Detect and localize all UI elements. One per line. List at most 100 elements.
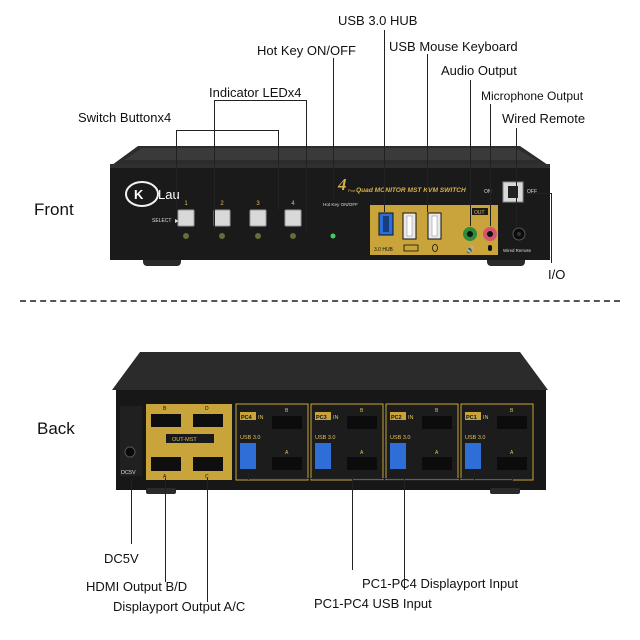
callout-microphone-output: Microphone Output bbox=[481, 89, 584, 103]
pc1-usb-input[interactable] bbox=[465, 443, 481, 469]
pc2-in: IN bbox=[408, 415, 414, 421]
pc2-letter-a: A bbox=[435, 450, 439, 456]
front-kvm-device: K Lau 4 Port Quad MONITOR MST KVM SWITCH… bbox=[110, 146, 550, 266]
callout-hdmi-output: HDMI Output B/D bbox=[86, 579, 188, 594]
dc5v-jack[interactable] bbox=[124, 446, 136, 458]
pc2-dp-b[interactable] bbox=[422, 416, 452, 429]
callout-usb-mouse-keyboard: USB Mouse Keyboard bbox=[389, 39, 518, 54]
switch-button-2[interactable] bbox=[213, 209, 231, 227]
indicator-led-1 bbox=[183, 233, 189, 239]
keyboard-icon bbox=[403, 244, 419, 252]
model-port: Port bbox=[348, 188, 356, 193]
pc4-usb-label: USB 3.0 bbox=[240, 435, 260, 441]
hub-label: 3.0 HUB bbox=[374, 247, 394, 253]
pc2-usb-input[interactable] bbox=[390, 443, 406, 469]
button-number-4: 4 bbox=[291, 201, 295, 207]
back-kvm-device: DC5V B D OUT-MST A C PC4 IN USB 3.0 B A … bbox=[112, 352, 548, 494]
callout-line-hotkey bbox=[333, 58, 334, 198]
pc2-letter-b: B bbox=[435, 408, 439, 414]
back-section-label: Back bbox=[37, 419, 75, 438]
pc4-label: PC4 bbox=[241, 415, 253, 421]
speaker-icon: 🔊 bbox=[466, 245, 475, 254]
hotkey-label: Hot Key ON/OFF bbox=[323, 202, 358, 207]
pc1-letter-b: B bbox=[510, 408, 514, 414]
callout-pc-displayport-input: PC1-PC4 Displayport Input bbox=[362, 576, 519, 591]
callout-line-dc5v bbox=[131, 478, 132, 544]
switch-button-1[interactable] bbox=[177, 209, 195, 227]
callout-wired-remote: Wired Remote bbox=[502, 111, 586, 126]
model-label: 4 Port Quad MONITOR MST KVM SWITCH bbox=[337, 175, 466, 194]
callout-line-dp-in-1 bbox=[352, 476, 353, 570]
pc4-dp-b[interactable] bbox=[272, 416, 302, 429]
back-foot-left bbox=[146, 488, 176, 494]
pc2-dp-a[interactable] bbox=[422, 457, 452, 470]
section-divider bbox=[20, 300, 620, 302]
hdmi-output-d[interactable] bbox=[193, 414, 223, 427]
callout-line-hdmi bbox=[165, 478, 166, 582]
mouse-icon bbox=[432, 244, 438, 252]
callout-line-usb-in-1 bbox=[248, 470, 249, 480]
pc4-input-group: PC4 IN USB 3.0 B A bbox=[235, 403, 309, 481]
pc3-usb-input[interactable] bbox=[315, 443, 331, 469]
pc1-in: IN bbox=[483, 415, 489, 421]
callout-line-usb-in-2 bbox=[404, 478, 405, 590]
callout-line-buttons-2 bbox=[278, 130, 279, 210]
switch-button-3[interactable] bbox=[249, 209, 267, 227]
callout-line-dp-in-h bbox=[352, 480, 512, 481]
pc4-letter-b: B bbox=[285, 408, 289, 414]
switch-button-group: 1 2 3 4 bbox=[177, 201, 302, 239]
pc2-input-group: PC2 IN USB 3.0 B A bbox=[385, 403, 459, 481]
callout-dc5v: DC5V bbox=[104, 551, 139, 566]
brand-k: K bbox=[134, 187, 144, 202]
select-label: SELECT bbox=[152, 218, 171, 224]
out-letter-b: B bbox=[163, 406, 167, 412]
pc1-usb-label: USB 3.0 bbox=[465, 435, 485, 441]
pc1-dp-a[interactable] bbox=[497, 457, 527, 470]
pc3-letter-a: A bbox=[360, 450, 364, 456]
pc1-dp-b[interactable] bbox=[497, 416, 527, 429]
pc3-letter-b: B bbox=[360, 408, 364, 414]
pc3-usb-label: USB 3.0 bbox=[315, 435, 335, 441]
pc1-letter-a: A bbox=[510, 450, 514, 456]
dp-output-a[interactable] bbox=[151, 457, 181, 471]
hotkey-led bbox=[330, 233, 336, 239]
indicator-led-4 bbox=[290, 233, 296, 239]
callout-line-dp-in-2 bbox=[512, 476, 513, 482]
pc3-dp-a[interactable] bbox=[347, 457, 377, 470]
callout-hot-key: Hot Key ON/OFF bbox=[257, 43, 356, 58]
pc2-label: PC2 bbox=[391, 415, 402, 421]
out-label: OUT bbox=[474, 210, 485, 216]
callout-displayport-output: Displayport Output A/C bbox=[113, 599, 246, 614]
callout-line-remote bbox=[516, 128, 517, 228]
callout-io: I/O bbox=[548, 267, 566, 282]
callout-line-buttons-1 bbox=[176, 130, 177, 210]
pc1-label: PC1 bbox=[466, 415, 477, 421]
callout-usb-hub: USB 3.0 HUB bbox=[338, 13, 418, 28]
pc4-dp-a[interactable] bbox=[272, 457, 302, 470]
pc4-usb-input[interactable] bbox=[240, 443, 256, 469]
dp-output-c[interactable] bbox=[193, 457, 223, 471]
out-letter-d: D bbox=[205, 406, 209, 412]
out-letter-a: A bbox=[163, 474, 167, 480]
pc4-in: IN bbox=[258, 415, 264, 421]
pc1-input-group: PC1 IN USB 3.0 B A bbox=[460, 403, 534, 481]
off-label: OFF bbox=[527, 189, 537, 195]
callout-line-buttons-h bbox=[176, 130, 278, 131]
pc3-input-group: PC3 IN USB 3.0 B A bbox=[310, 403, 384, 481]
hdmi-output-b[interactable] bbox=[151, 414, 181, 427]
back-top-face bbox=[112, 352, 548, 390]
out-mst-label: OUT-MST bbox=[172, 437, 197, 443]
callout-audio-output: Audio Output bbox=[441, 63, 517, 78]
callout-line-mic bbox=[490, 104, 491, 226]
callout-line-usb-in-3 bbox=[474, 470, 475, 480]
switch-button-4[interactable] bbox=[284, 209, 302, 227]
callout-line-leds-2 bbox=[306, 100, 307, 232]
wired-remote-label: Wired Remote bbox=[503, 248, 532, 253]
callout-line-leds-h bbox=[215, 100, 307, 101]
brand-rest: Lau bbox=[158, 187, 180, 202]
callout-line-dp-out bbox=[207, 478, 208, 602]
indicator-led-2 bbox=[219, 233, 225, 239]
model-number: 4 bbox=[337, 175, 347, 194]
pc3-dp-b[interactable] bbox=[347, 416, 377, 429]
callout-indicator-leds: Indicator LEDx4 bbox=[209, 85, 302, 100]
